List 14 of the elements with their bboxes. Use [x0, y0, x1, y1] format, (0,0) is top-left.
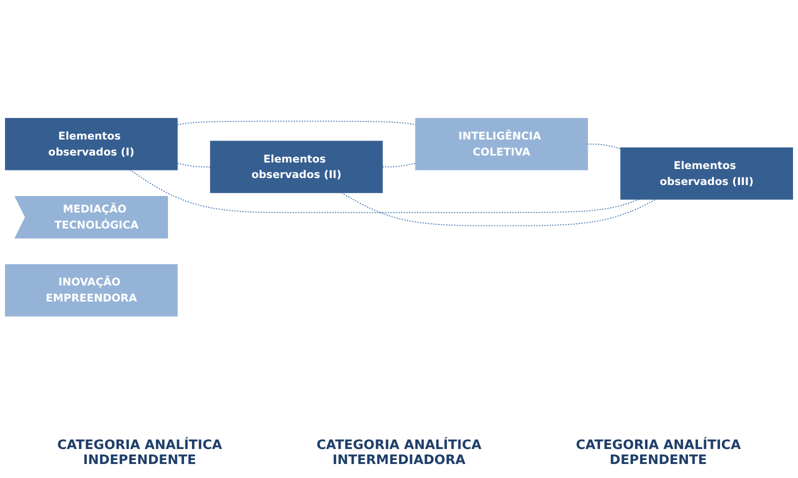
node-box: Elementos observados (I)	[4, 118, 178, 170]
connector	[340, 192, 657, 226]
node-box: INTELIGÊNCIA COLETIVA	[415, 118, 588, 170]
category-label: CATEGORIA ANALÍTICA INTERMEDIADORA	[316, 438, 482, 468]
connector	[382, 162, 416, 168]
category-label: CATEGORIA ANALÍTICA DEPENDENTE	[574, 438, 742, 468]
connector	[129, 169, 640, 213]
category-label: CATEGORIA ANALÍTICA INDEPENDENTE	[56, 438, 224, 468]
connector	[176, 120, 416, 126]
node-box: INOVAÇÃO EMPREENDORA	[4, 264, 178, 316]
node-box: Elementos observados (III)	[620, 147, 794, 200]
connector	[176, 162, 211, 168]
node-box: Elementos observados (II)	[210, 140, 383, 193]
connector	[587, 143, 622, 150]
